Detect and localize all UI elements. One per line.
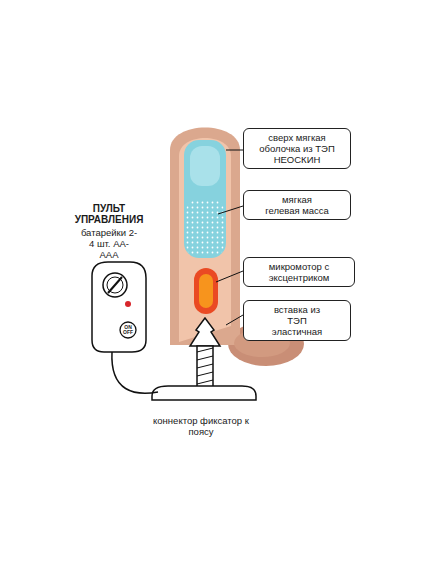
- leader-line: [218, 206, 243, 214]
- power-button: ON OFF: [119, 321, 137, 339]
- connector-thread: [197, 348, 213, 384]
- remote-dial: [103, 273, 127, 297]
- remote-control: [92, 262, 146, 352]
- body-outer: [170, 128, 240, 346]
- button-label: ON OFF: [122, 325, 134, 335]
- remote-wire: [112, 352, 158, 393]
- remote-led: [125, 301, 131, 307]
- callout-text: вставка из ТЭП эластичная: [264, 304, 330, 337]
- callout-text: сверх мягкая оболочка из ТЭП НЕОСКИН: [248, 132, 346, 165]
- leader-line: [226, 315, 243, 325]
- callout-text: мягкая гелевая масса: [264, 194, 330, 216]
- leader-line: [226, 150, 243, 151]
- callout-text: микромотор с эксцентриком: [249, 261, 349, 283]
- micromotor: [194, 268, 218, 314]
- gel-dots: [186, 200, 224, 256]
- tpe-insert: [179, 138, 231, 342]
- remote-label: ПУЛЬТ УПРАВЛЕНИЯ: [68, 203, 150, 225]
- connector-stem: [197, 346, 213, 388]
- button-circle: [120, 322, 136, 338]
- callout-box: микромотор с эксцентриком: [243, 257, 355, 287]
- leader-line: [216, 271, 243, 282]
- callout-box: сверх мягкая оболочка из ТЭП НЕОСКИН: [243, 128, 351, 169]
- remote-label: батарейки 2-4 шт. АА-ААА: [80, 227, 138, 260]
- remote-dial-ring: [107, 277, 123, 293]
- gel-core: [184, 140, 226, 258]
- connector-base: [152, 386, 256, 400]
- callout-box: мягкая гелевая масса: [243, 190, 351, 220]
- connector-plug: [190, 318, 220, 346]
- gel-highlight: [190, 146, 220, 186]
- connector-label: коннектор фиксатор к поясу: [145, 415, 257, 437]
- remote-dial-mark: [108, 277, 122, 293]
- callout-box: вставка из ТЭП эластичная: [243, 300, 351, 341]
- micromotor-inner: [199, 274, 213, 308]
